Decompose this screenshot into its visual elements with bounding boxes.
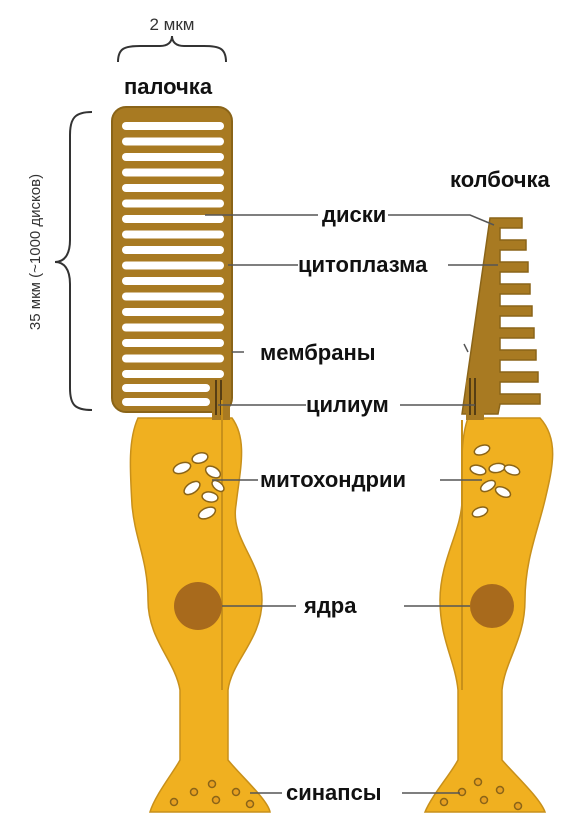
rod-disc: [122, 231, 224, 239]
rod-disc: [122, 370, 224, 378]
rod-disc: [122, 169, 224, 177]
rod-disc: [122, 293, 224, 301]
rod-label: палочка: [124, 74, 213, 99]
rod-width-bracket: [118, 36, 226, 62]
cone-label: колбочка: [450, 167, 551, 192]
membranes-label: мембраны: [260, 340, 376, 365]
discs-label: диски: [322, 202, 386, 227]
leader-lines: [205, 215, 498, 793]
nuclei-label: ядра: [303, 593, 357, 618]
cytoplasm-label: цитоплазма: [298, 252, 428, 277]
rod-disc: [122, 200, 224, 208]
mitochondria-label: митохондрии: [260, 467, 406, 492]
cilium-label: цилиум: [306, 392, 389, 417]
rod-disc: [122, 215, 224, 223]
rod-disc: [122, 355, 224, 363]
rod-disc: [122, 339, 224, 347]
rod-disc: [122, 184, 224, 192]
rod-disc: [122, 246, 224, 254]
rod-disc: [122, 122, 224, 130]
rod-disc: [122, 262, 224, 270]
rod-disc: [122, 153, 224, 161]
rod-width-label: 2 мкм: [150, 15, 195, 34]
rod-disc: [122, 398, 210, 406]
rod-nucleus: [174, 582, 222, 630]
rod-length-bracket: [55, 112, 92, 410]
rod-disc: [122, 308, 224, 316]
rod-disc: [122, 138, 224, 146]
cone-nucleus: [470, 584, 514, 628]
cone-cell: [425, 218, 553, 812]
rod-outer-segment: [112, 107, 232, 412]
rod-length-label: 35 мкм (~1000 дисков): [27, 174, 44, 330]
rod-cell: [112, 107, 270, 812]
rod-disc: [122, 277, 224, 285]
synapses-label: синапсы: [286, 780, 382, 805]
rod-disc: [122, 324, 224, 332]
rod-disc: [122, 384, 210, 392]
